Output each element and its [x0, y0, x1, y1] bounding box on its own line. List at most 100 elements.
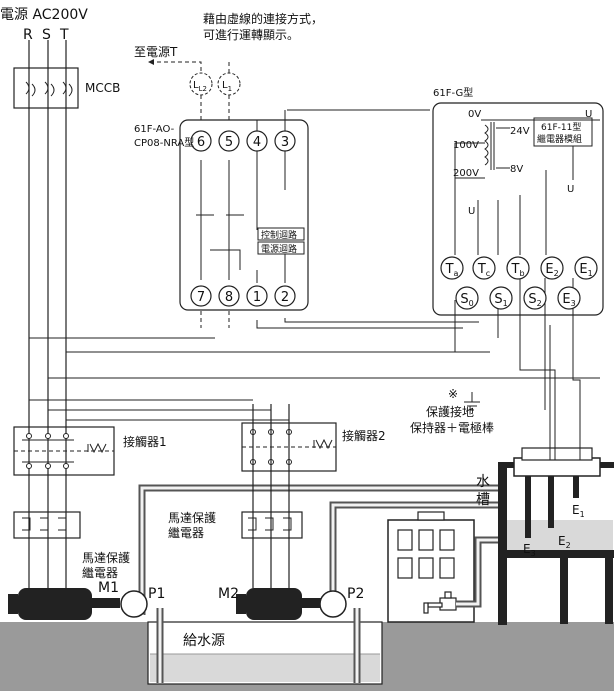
motor-relay-2-line2: 繼電器 [168, 526, 204, 540]
faucet-icon [423, 591, 457, 614]
g-top-terminal-label-4: E1 [579, 262, 592, 278]
motor-m1 [8, 588, 120, 620]
lamp-l1-label: L1 [222, 80, 232, 93]
lamp-l2-label: LL2 [193, 80, 207, 93]
g-top-terminal-label-0: Ta [445, 262, 459, 278]
electrode-e3-label: E3 [523, 542, 536, 558]
g-bottom-terminal-label-3: E3 [562, 292, 575, 308]
electrode-e2 [548, 476, 554, 528]
g-bottom-terminal-circle-3 [557, 286, 581, 310]
pipe-p2 [329, 501, 498, 683]
g-bottom-terminal-circle-2 [523, 286, 547, 310]
note-line2: 可進行運轉顯示。 [203, 28, 299, 42]
phase-r: R [23, 27, 33, 43]
pump-p2-label: P2 [347, 586, 364, 602]
electrode-holder [513, 457, 601, 477]
control-circuit-label: 控制迴路 [261, 229, 297, 241]
ao-bottom-terminal-circle-2 [246, 285, 268, 307]
relay-ao-model-1: 61F-AO- [134, 124, 175, 135]
ao-top-terminal-label-3: 3 [281, 135, 289, 150]
ao-top-terminal-circle-0 [190, 130, 212, 152]
tank-water [505, 520, 613, 552]
pipe-building [456, 536, 498, 608]
g-bottom-terminal-label-0: S0 [460, 292, 473, 308]
motor-relay-1-box [13, 511, 81, 539]
ao-top-terminal-circle-2 [246, 130, 268, 152]
g-bottom-terminal-label-2: S2 [528, 292, 541, 308]
g-top-terminal-circle-2 [506, 256, 530, 280]
motor-m1-label: M1 [98, 580, 119, 596]
relay-ao-model-2: CP08-NRA型 [134, 136, 194, 149]
mccb-switches [25, 81, 73, 97]
ao-bottom-terminal-circle-1 [218, 285, 240, 307]
label-u-sw1: U [468, 206, 475, 217]
ground-line1: 保護接地 [426, 404, 474, 419]
ao-top-terminal-label-1: 5 [225, 135, 233, 150]
note-line1: 藉由虛線的連接方式， [203, 11, 323, 26]
relay-ao-top-terminals: 6 5 4 3 [190, 130, 296, 152]
motor-relay-1-line1: 馬達保護 [82, 550, 130, 565]
tank-left-wall [498, 465, 507, 625]
water-source-label: 給水源 [183, 633, 225, 649]
motor-relay-1-line2: 繼電器 [82, 566, 118, 580]
ao-bottom-terminal-circle-3 [274, 285, 296, 307]
ao-bottom-terminal-label-0: 7 [197, 290, 205, 305]
g-bottom-terminal-circle-1 [489, 286, 513, 310]
g-top-terminal-circle-1 [472, 256, 496, 280]
pipe-p1 [138, 484, 498, 683]
electrode-e1-label: E1 [572, 503, 585, 519]
g-top-terminal-label-1: Tc [477, 262, 490, 278]
g-top-terminal-circle-0 [440, 256, 464, 280]
contactor-1-label: 接觸器1 [123, 434, 167, 449]
relay-ao-bottom-terminals: 7 8 1 2 [190, 285, 296, 307]
motor-relay-2-line1: 馬達保護 [168, 510, 216, 525]
mccb-label: MCCB [85, 81, 120, 95]
pump-p2 [319, 590, 347, 618]
power-lines [28, 40, 67, 588]
ao-bottom-terminal-circle-0 [190, 285, 212, 307]
label-24v: 24V [510, 126, 530, 137]
ao-bottom-terminal-label-1: 8 [225, 290, 233, 305]
ao-bottom-terminal-label-3: 2 [281, 290, 289, 305]
g-bottom-terminal-label-1: S1 [494, 292, 507, 308]
relay-module-2: 繼電器模組 [537, 133, 582, 145]
g-top-terminal-label-3: E2 [545, 262, 558, 278]
pump-p1-label: P1 [148, 586, 165, 602]
power-circuit-label: 電源迴路 [261, 243, 297, 255]
label-100v: 100V [453, 140, 479, 151]
label-200v: 200V [453, 168, 479, 179]
ao-top-terminal-label-0: 6 [197, 135, 205, 150]
to-power-t: 至電源T [134, 45, 178, 59]
tank-floor [498, 550, 614, 558]
phase-s: S [42, 27, 51, 43]
label-8v: 8V [510, 164, 523, 175]
ao-bottom-terminal-label-2: 1 [253, 290, 261, 305]
ground-line2: 保持器＋電極棒 [410, 420, 494, 435]
phase-t: T [59, 27, 69, 43]
controller-bottom-terminals: S0 S1 S2 E3 [455, 286, 581, 310]
tank-label-2: 槽 [476, 492, 490, 508]
pump-p1 [120, 590, 148, 618]
ground-mark: ※ [448, 387, 458, 401]
g-bottom-terminal-circle-0 [455, 286, 479, 310]
g-top-terminal-circle-3 [540, 256, 564, 280]
controller-model: 61F-G型 [433, 86, 473, 99]
relay-module-1: 61F-11型 [541, 122, 581, 133]
electrode-e3 [525, 476, 531, 538]
label-u-top: U [585, 109, 592, 120]
motor-m2-label: M2 [218, 586, 239, 602]
label-u-sw2: U [567, 184, 574, 195]
tank-label-1: 水 [476, 474, 490, 490]
mccb-box [13, 67, 79, 109]
g-top-terminal-circle-4 [574, 256, 598, 280]
contactor-2-label: 接觸器2 [342, 428, 386, 443]
ao-top-terminal-label-2: 4 [253, 135, 261, 150]
controller-top-terminals: Ta Tc Tb E2 E1 [440, 256, 598, 280]
water-source-water [150, 654, 380, 682]
ao-top-terminal-circle-3 [274, 130, 296, 152]
g-top-terminal-label-2: Tb [510, 262, 524, 278]
motor-m2 [236, 588, 324, 620]
relay-module-box [533, 117, 593, 147]
ao-top-terminal-circle-1 [218, 130, 240, 152]
electrode-e2-label: E2 [558, 534, 571, 550]
